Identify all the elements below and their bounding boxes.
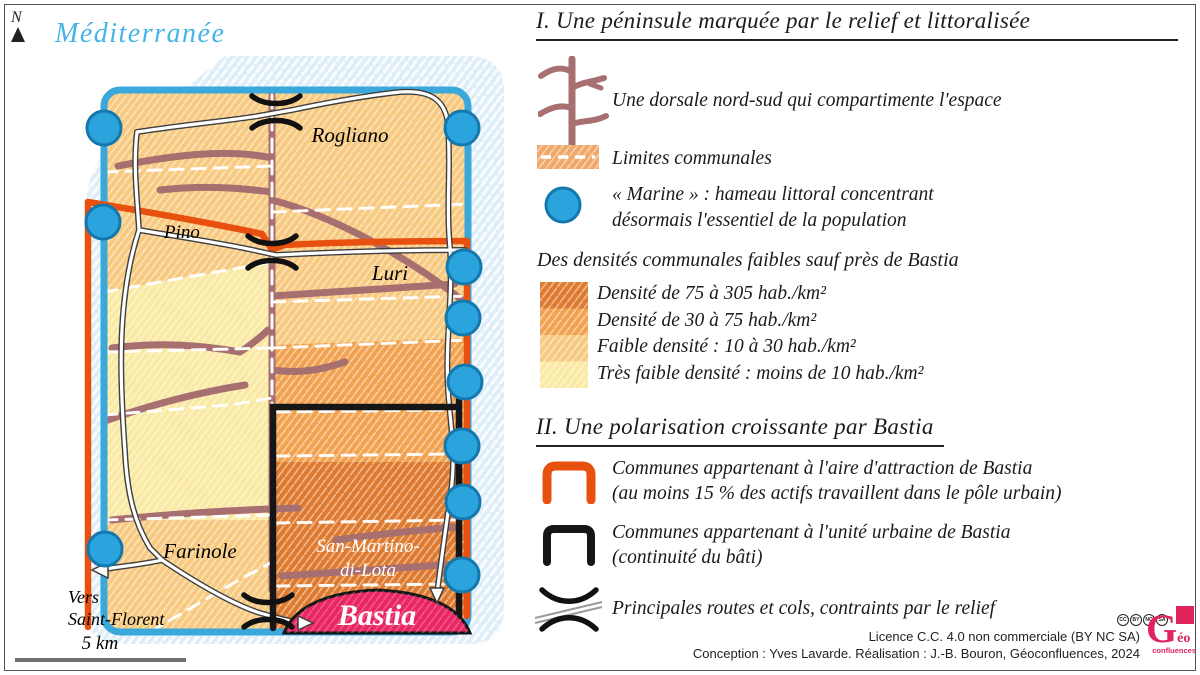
marine-circle (443, 556, 481, 594)
roads (103, 88, 468, 626)
peninsula-density-fills (104, 90, 468, 632)
legend-section1-title: I. Une péninsule marquée par le relief e… (536, 8, 1178, 41)
logo-subtitle: confluences (1152, 646, 1196, 655)
vers-saint-florent-2: Saint-Florent (68, 609, 165, 629)
place-label-san-martino-2: di-Lota (340, 560, 396, 581)
density-label-2: Faible densité : 10 à 30 hab./km² (597, 336, 856, 357)
aire-label-line2: (au moins 15 % des actifs travaillent da… (612, 483, 1062, 504)
cc-nc-icon: NC (1143, 614, 1155, 626)
cc-sa-icon: SA (1156, 614, 1168, 626)
marine-circle (444, 299, 482, 337)
aire-label-line1: Communes appartenant à l'aire d'attracti… (612, 458, 1033, 479)
marine-circles (84, 109, 484, 594)
place-label-farinole: Farinole (162, 539, 237, 563)
marine-label-line2: désormais l'essentiel de la population (612, 210, 907, 231)
routes-cols-label: Principales routes et cols, contraints p… (612, 598, 996, 619)
marine-label: « Marine » : hameau littoral concentrant… (612, 182, 934, 234)
place-label-san-martino-1: San-Martino- (316, 536, 419, 557)
map-svg: Méditerranée N Rogliano Pino Luri Farino… (10, 9, 504, 662)
commune-boundaries (102, 93, 470, 634)
marine-circle (443, 109, 481, 147)
bastia-area (281, 588, 473, 635)
cc-icon: CC (1117, 614, 1129, 626)
limites-label: Limites communales (612, 148, 772, 169)
logo-square (1176, 606, 1194, 624)
place-label-rogliano: Rogliano (311, 123, 389, 147)
place-label-pino: Pino (163, 222, 200, 243)
routes-cols-icon (534, 587, 603, 632)
marine-circle (85, 109, 123, 147)
limites-swatch (537, 145, 599, 169)
scale-bar: 5 km (15, 633, 186, 662)
unite-urbaine-icon (543, 525, 595, 566)
marine-circle (84, 203, 122, 241)
unite-urbaine-label: Communes appartenant à l'unité urbaine d… (612, 520, 1010, 570)
north-arrow: N (10, 9, 25, 42)
dorsale-label: Une dorsale nord-sud qui compartimente l… (612, 90, 1002, 111)
vers-saint-florent-1: Vers (68, 587, 99, 607)
north-label: N (10, 9, 23, 26)
density-label-0: Densité de 75 à 305 hab./km² (597, 283, 826, 304)
col-symbols (241, 93, 303, 630)
unite-label-line1: Communes appartenant à l'unité urbaine d… (612, 522, 1011, 543)
north-arrow-icon (11, 27, 25, 42)
aire-attraction-label: Communes appartenant à l'aire d'attracti… (612, 456, 1062, 506)
license-text: Licence C.C. 4.0 non commerciale (BY NC … (868, 629, 1140, 644)
marine-legend-icon (544, 186, 582, 224)
dorsale-icon (538, 56, 609, 148)
density-label-1: Densité de 30 à 75 hab./km² (597, 309, 817, 331)
logo-name: Géo (1146, 606, 1191, 651)
marine-label-line1: « Marine » : hameau littoral concentrant (612, 184, 934, 205)
place-label-luri: Luri (371, 261, 408, 285)
marine-circle (86, 530, 124, 568)
marine-circle (445, 248, 483, 286)
cc-by-icon: BY (1130, 614, 1142, 626)
legend-section2-title: II. Une polarisation croissante par Bast… (536, 414, 944, 447)
density-heading: Des densités communales faibles sauf prè… (537, 249, 959, 271)
place-label-bastia: Bastia (337, 599, 416, 632)
scale-label: 5 km (82, 633, 118, 654)
aire-attraction-icon (542, 461, 596, 504)
cc-license-icons: CC BY NC SA (1117, 614, 1168, 626)
legend: I. Une péninsule marquée par le relief e… (530, 0, 1198, 675)
unite-label-line2: (continuité du bâti) (612, 547, 763, 568)
geoconfluences-logo: Géo confluences (1146, 606, 1196, 655)
sea-label: Méditerranée (54, 18, 225, 49)
density-label-3: Très faible densité : moins de 10 hab./k… (597, 362, 924, 384)
credits-text: Conception : Yves Lavarde. Réalisation :… (692, 646, 1140, 661)
marine-circle (443, 427, 481, 465)
density-swatches (540, 282, 588, 388)
marine-circle (444, 483, 482, 521)
marine-circle (446, 363, 484, 401)
peninsula-hatch (104, 90, 468, 632)
